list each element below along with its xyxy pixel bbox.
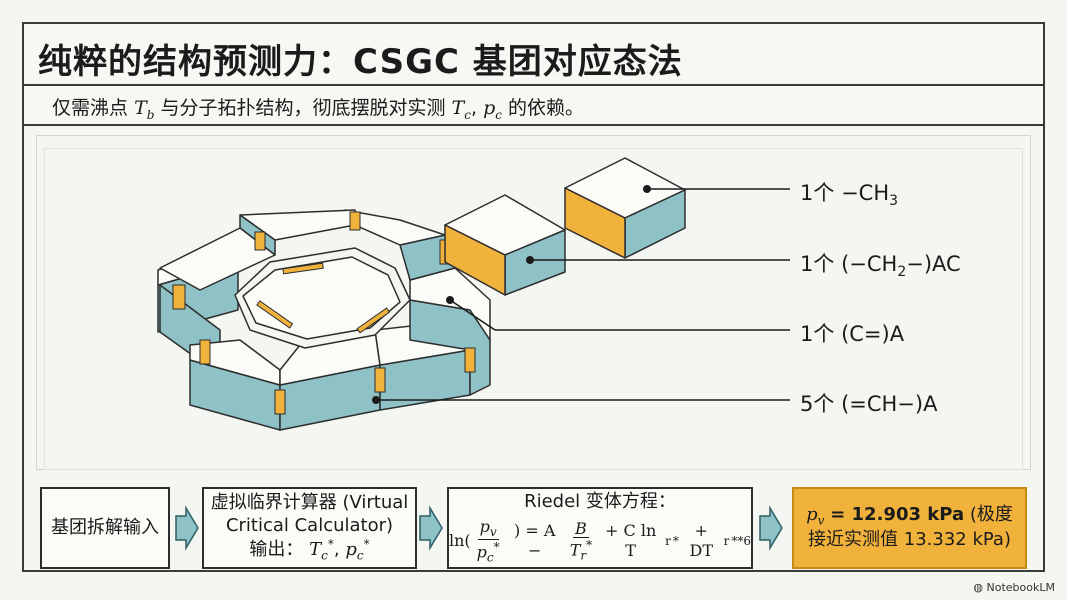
notebooklm-watermark: ◍ NotebookLM — [973, 581, 1055, 594]
diagram-stage-inner — [44, 148, 1023, 470]
slide-title: 纯粹的结构预测力：CSGC 基团对应态法 — [38, 42, 683, 82]
subtitle-prefix: 仅需沸点 — [52, 97, 129, 119]
step-group-input: 基团拆解输入 — [40, 487, 170, 569]
tb-sub: b — [146, 107, 155, 122]
subtitle-comma: , — [470, 97, 478, 119]
group-label-c: 1个 (C=)A — [800, 322, 905, 346]
pc-symbol: p — [483, 97, 496, 119]
tc-sub: c — [464, 107, 471, 122]
step-result: pv = 12.903 kPa (极度 接近实测值 13.332 kPa) — [792, 487, 1027, 569]
side-blocks — [444, 157, 686, 296]
tc-symbol: T — [451, 97, 465, 119]
subtitle-suffix: 的依赖。 — [508, 97, 585, 119]
pc-sub: c — [495, 107, 502, 122]
ring-blocks — [157, 209, 491, 431]
group-label-ch2: 1个 (−CH2−)AC — [800, 252, 961, 281]
slide-subtitle: 仅需沸点 Tb 与分子拓扑结构，彻底摆脱对实测 Tc, pc 的依赖。 — [52, 93, 584, 122]
group-label-ch: 5个 (=CH−)A — [800, 392, 938, 416]
title-bar — [22, 22, 1045, 86]
flow-arrows — [175, 505, 783, 551]
connector-lines — [376, 188, 790, 401]
tb-symbol: T — [134, 97, 147, 119]
subtitle-bar — [22, 86, 1045, 126]
group-label-ch3: 1个 −CH3 — [800, 181, 899, 210]
connector-dots — [372, 185, 651, 404]
notebooklm-icon: ◍ — [973, 581, 984, 594]
subtitle-middle: 与分子拓扑结构，彻底摆脱对实测 — [160, 97, 446, 119]
step-virtual-calculator: 虚拟临界计算器 (Virtual Critical Calculator) 输出… — [202, 487, 417, 569]
